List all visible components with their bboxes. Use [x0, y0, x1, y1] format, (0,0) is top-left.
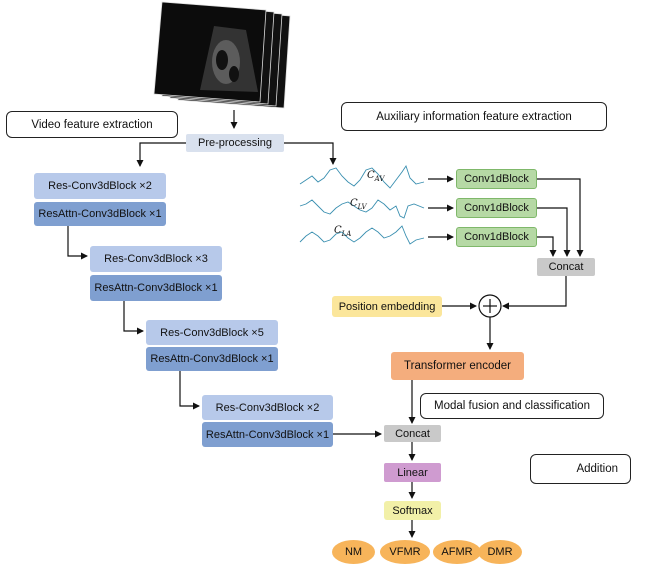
conv1d-block-la: Conv1dBlock: [456, 227, 537, 247]
conv1d-block-lv: Conv1dBlock: [456, 198, 537, 218]
legend-addition: Addition: [530, 454, 631, 484]
transformer-encoder-block: Transformer encoder: [391, 352, 524, 380]
output-nm: NM: [332, 540, 375, 564]
signal-waveform-la: [299, 225, 425, 245]
video-section-label: Video feature extraction: [6, 111, 178, 138]
fusion-section-label: Modal fusion and classification: [420, 393, 604, 419]
echo-video-frames: [153, 1, 291, 109]
signal-label-la: CLA: [334, 225, 352, 238]
signal-waveform-lv: [299, 199, 425, 219]
resattn-conv3d-block-2: ResAttn-Conv3dBlock ×1: [90, 275, 222, 301]
res-conv3d-block-2: Res-Conv3dBlock ×3: [90, 246, 222, 272]
resattn-conv3d-block-1: ResAttn-Conv3dBlock ×1: [34, 202, 166, 226]
aux-concat-block: Concat: [537, 258, 595, 276]
resattn-conv3d-block-3: ResAttn-Conv3dBlock ×1: [146, 347, 278, 371]
signal-waveform-av: [299, 164, 425, 189]
conv1d-block-av: Conv1dBlock: [456, 169, 537, 189]
linear-block: Linear: [384, 463, 441, 482]
output-dmr: DMR: [478, 540, 522, 564]
resattn-conv3d-block-4: ResAttn-Conv3dBlock ×1: [202, 422, 333, 447]
signal-label-lv: CLV: [350, 198, 367, 211]
output-vfmr: VFMR: [380, 540, 430, 564]
res-conv3d-block-3: Res-Conv3dBlock ×5: [146, 320, 278, 345]
fusion-concat-block: Concat: [384, 425, 441, 442]
legend-addition-label: Addition: [576, 463, 618, 475]
res-conv3d-block-4: Res-Conv3dBlock ×2: [202, 395, 333, 420]
softmax-block: Softmax: [384, 501, 441, 520]
aux-section-label: Auxiliary information feature extraction: [341, 102, 607, 131]
preprocessing-block: Pre-processing: [186, 134, 284, 152]
signal-label-av: CAV: [367, 170, 385, 183]
position-embedding-block: Position embedding: [332, 296, 442, 317]
output-afmr: AFMR: [433, 540, 481, 564]
res-conv3d-block-1: Res-Conv3dBlock ×2: [34, 173, 166, 199]
